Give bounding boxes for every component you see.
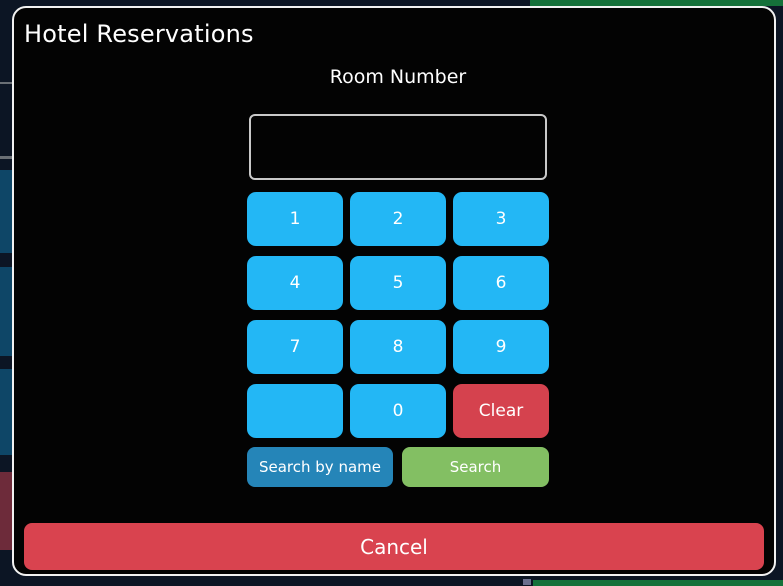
clear-button[interactable]: Clear xyxy=(453,384,549,438)
keypad-row: 0 Clear xyxy=(247,384,549,438)
room-number-label: Room Number xyxy=(329,66,467,88)
search-button[interactable]: Search xyxy=(402,447,549,487)
room-number-input[interactable] xyxy=(249,114,547,180)
background-green-strip-top xyxy=(530,0,783,6)
dialog-title: Hotel Reservations xyxy=(24,20,254,48)
background-green-strip-bottom xyxy=(533,580,783,586)
keypad-row: 1 2 3 xyxy=(247,192,549,246)
keypad-key-8[interactable]: 8 xyxy=(350,320,446,374)
background-row-stripe-red xyxy=(0,472,12,550)
numeric-keypad: 1 2 3 4 5 6 7 8 9 0 Clear xyxy=(247,192,549,448)
search-by-name-button[interactable]: Search by name xyxy=(247,447,393,487)
background-row-stripe-blue xyxy=(0,170,12,253)
background-row-stripe-blue xyxy=(0,369,12,455)
keypad-key-0[interactable]: 0 xyxy=(350,384,446,438)
background-row-stripe-blue xyxy=(0,267,12,356)
keypad-key-blank[interactable] xyxy=(247,384,343,438)
keypad-key-6[interactable]: 6 xyxy=(453,256,549,310)
keypad-column: Room Number 1 2 3 4 5 6 7 8 9 xyxy=(247,8,549,574)
background-divider-line xyxy=(0,82,12,84)
keypad-row: 7 8 9 xyxy=(247,320,549,374)
keypad-row: 4 5 6 xyxy=(247,256,549,310)
keypad-key-1[interactable]: 1 xyxy=(247,192,343,246)
background-divider-line xyxy=(0,156,12,159)
keypad-key-2[interactable]: 2 xyxy=(350,192,446,246)
keypad-key-4[interactable]: 4 xyxy=(247,256,343,310)
search-actions: Search by name Search xyxy=(247,447,549,487)
hotel-reservations-dialog: Hotel Reservations Room Number 1 2 3 4 5… xyxy=(12,6,776,576)
keypad-key-9[interactable]: 9 xyxy=(453,320,549,374)
background-gray-chip xyxy=(523,579,531,585)
keypad-key-5[interactable]: 5 xyxy=(350,256,446,310)
cancel-button[interactable]: Cancel xyxy=(24,523,764,570)
keypad-key-3[interactable]: 3 xyxy=(453,192,549,246)
keypad-key-7[interactable]: 7 xyxy=(247,320,343,374)
